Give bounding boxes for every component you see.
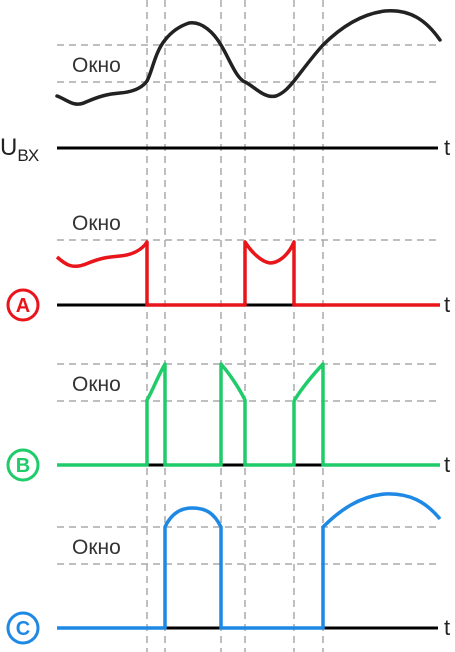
window-label-input: Окно — [68, 50, 136, 78]
trace-a-waveform — [55, 240, 440, 307]
svg-text:Окно: Окно — [72, 373, 121, 396]
badge-b-letter: B — [16, 455, 30, 477]
vertical-guides — [146, 0, 324, 652]
window-label-b: Окно — [68, 369, 136, 397]
window-label-a: Окно — [68, 208, 136, 236]
time-label-c: t — [444, 615, 450, 640]
time-label-a: t — [444, 292, 450, 317]
time-label-b: t — [444, 452, 450, 477]
input-voltage-label: UВХ — [0, 134, 39, 165]
badge-c: C — [6, 611, 40, 645]
svg-text:Окно: Окно — [72, 536, 121, 559]
trace-c-waveform — [57, 492, 442, 630]
window-thresholds — [57, 44, 440, 565]
input-signal-waveform — [55, 9, 442, 106]
time-label-input: t — [444, 135, 450, 160]
input-voltage-sub: ВХ — [17, 146, 39, 165]
trace-b-waveform — [57, 362, 440, 467]
input-voltage-main: U — [0, 134, 17, 161]
badge-a: A — [6, 288, 40, 322]
badge-b: B — [6, 448, 40, 482]
svg-text:Окно: Окно — [72, 212, 121, 235]
svg-text:Окно: Окно — [72, 54, 121, 77]
badge-a-letter: A — [16, 295, 30, 317]
window-label-c: Окно — [68, 532, 136, 560]
badge-c-letter: C — [16, 618, 30, 640]
